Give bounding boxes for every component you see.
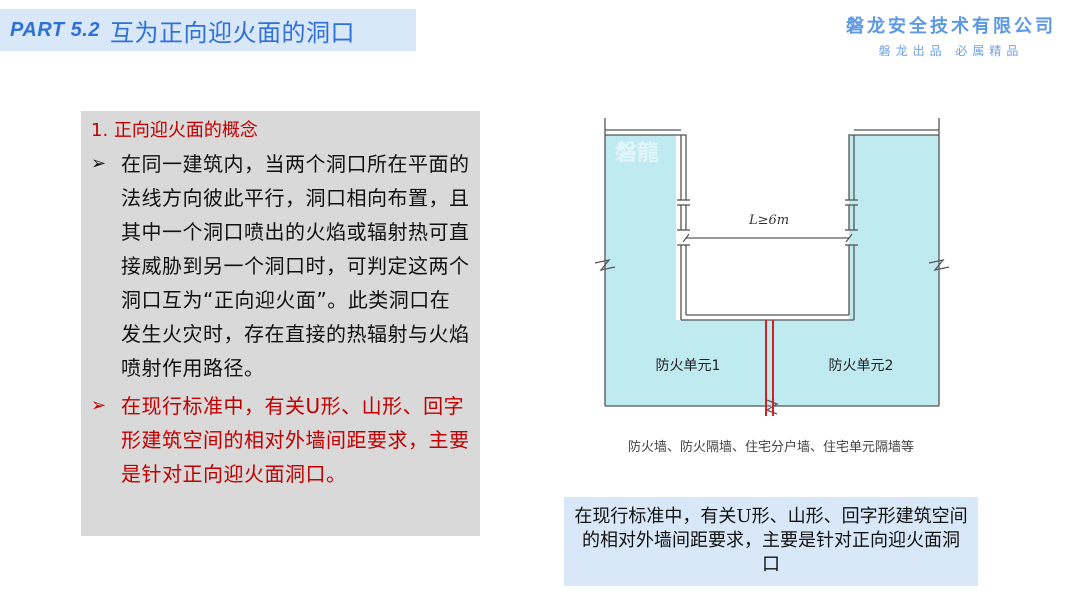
arrow-bullet-icon: ➢ [91, 153, 107, 174]
arrow-bullet-icon: ➢ [91, 395, 107, 416]
caption-box: 在现行标准中，有关U形、山形、回字形建筑空间的相对外墙间距要求，主要是针对正向迎… [564, 497, 978, 586]
caption-text: 在现行标准中，有关U形、山形、回字形建筑空间的相对外墙间距要求，主要是针对正向迎… [574, 506, 968, 575]
fire-unit-area [605, 135, 939, 406]
wall-tops [605, 129, 939, 200]
outer-walls [604, 118, 940, 407]
u-shape-diagram: L≥6m 磐龍 防火单元1 防火单元2 防火墙、防火隔墙、住宅分户墙、住宅单元隔… [581, 110, 962, 458]
bullet-definition-text: 在同一建筑内，当两个洞口所在平面的法线方向彼此平行，洞口相向布置，且其中一个洞口… [121, 152, 470, 380]
diagram-legend: 防火墙、防火隔墙、住宅分户墙、住宅单元隔墙等 [628, 439, 914, 455]
brand-slogan: 磐龙出品 必属精品 [878, 44, 1024, 58]
page-title: 互为正向迎火面的洞口 [109, 18, 355, 47]
distance-label: L≥6m [748, 213, 789, 228]
bullet-definition: ➢ 在同一建筑内，当两个洞口所在平面的法线方向彼此平行，洞口相向布置，且其中一个… [91, 147, 470, 385]
title-bar: PART 5.2 互为正向迎火面的洞口 [0, 9, 416, 51]
brand-block: 磐龙安全技术有限公司 磐龙出品 必属精品 [846, 12, 1056, 59]
watermark: 磐龍 [615, 140, 659, 166]
bullet-standard-text: 在现行标准中，有关U形、山形、回字形建筑空间的相对外墙间距要求，主要是针对正向迎… [121, 394, 470, 486]
bullet-standard: ➢ 在现行标准中，有关U形、山形、回字形建筑空间的相对外墙间距要求，主要是针对正… [91, 389, 470, 491]
diagram-svg: L≥6m 磐龍 防火单元1 防火单元2 防火墙、防火隔墙、住宅分户墙、住宅单元隔… [594, 118, 950, 455]
fire-unit-1-label: 防火单元1 [656, 358, 721, 374]
fire-wall [765, 320, 774, 416]
brand-name: 磐龙安全技术有限公司 [846, 16, 1056, 37]
part-label: PART 5.2 [10, 18, 100, 41]
fire-unit-2-label: 防火单元2 [829, 358, 894, 374]
concept-heading: 1. 正向迎火面的概念 [91, 120, 258, 141]
concept-panel: 1. 正向迎火面的概念 ➢ 在同一建筑内，当两个洞口所在平面的法线方向彼此平行，… [81, 111, 480, 536]
courtyard-walls [677, 135, 858, 321]
dimension-line [682, 233, 853, 243]
